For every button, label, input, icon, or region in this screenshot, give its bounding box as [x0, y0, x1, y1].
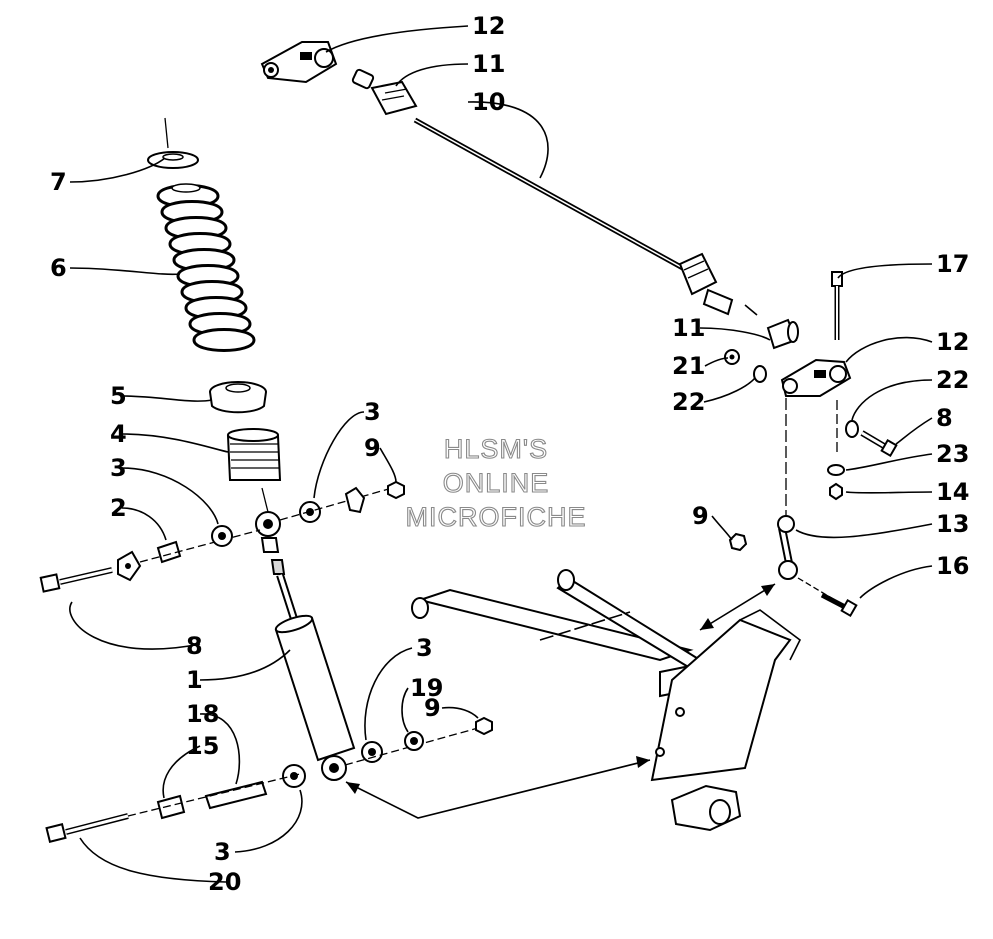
bushing-part-3-lower-right [344, 727, 479, 766]
callout-17: 17 [936, 250, 969, 278]
bushing-part-3-upper-right [279, 487, 393, 523]
cable-end-part-11-lower [766, 318, 799, 350]
callout-6: 6 [50, 254, 67, 282]
clevis-part-12-lower [780, 358, 852, 397]
callout-10: 10 [472, 88, 505, 116]
callout-labels: 12 11 10 7 6 17 11 12 21 22 22 8 5 4 3 9… [50, 12, 969, 896]
callout-2: 2 [110, 494, 127, 522]
washer-part-23 [827, 464, 845, 476]
callout-7: 7 [50, 168, 67, 196]
callout-11-lower: 11 [672, 314, 705, 342]
bushing-part-15 [156, 794, 186, 820]
nut-part-9-upper [387, 480, 405, 500]
spindle-plate [650, 609, 802, 832]
callout-9-right: 9 [692, 502, 709, 530]
washer-part-22-left [753, 365, 767, 383]
spring-seat-part-7 [146, 117, 200, 169]
callout-3-upper-left: 3 [110, 454, 127, 482]
bolt-part-8-upper [39, 529, 261, 593]
clevis-part-12-upper [260, 41, 338, 84]
callout-3-upper-right: 3 [364, 398, 381, 426]
watermark-line-1: HLSM'S [444, 434, 548, 464]
adjuster-collar-part-4 [226, 428, 282, 481]
callout-22-right: 22 [936, 366, 969, 394]
callout-9-lower: 9 [424, 694, 441, 722]
callout-11-upper: 11 [472, 50, 505, 78]
callout-1: 1 [186, 666, 203, 694]
spacer-part-19 [404, 731, 424, 751]
spring-part-6 [156, 183, 256, 352]
bolt-part-8-right [845, 420, 898, 458]
callout-19: 19 [410, 674, 443, 702]
callout-16: 16 [936, 552, 969, 580]
sleeve-part-18 [204, 780, 268, 810]
spacer-part-2 [156, 540, 182, 564]
washer-part-8-upper [117, 550, 142, 582]
cable-part-10 [351, 68, 758, 316]
spring-seat-part-5 [208, 381, 268, 414]
callout-21: 21 [672, 352, 705, 380]
nut-part-9-right [728, 532, 748, 552]
arrow-shock-to-arm [345, 756, 651, 819]
callout-3-lower-left: 3 [214, 838, 231, 866]
nut-part-21 [724, 349, 740, 365]
nut-part-14 [829, 482, 843, 501]
watermark-line-2: ONLINE [443, 468, 550, 498]
callout-23: 23 [936, 440, 969, 468]
callout-4: 4 [110, 420, 127, 448]
callout-9-upper: 9 [364, 434, 381, 462]
washer-part-9-upper [344, 486, 366, 514]
bushing-part-3-upper-left [211, 525, 233, 547]
nut-part-9-lower [475, 716, 493, 736]
callout-14: 14 [936, 478, 969, 506]
callout-5: 5 [110, 382, 127, 410]
callout-13: 13 [936, 510, 969, 538]
callout-8-right: 8 [936, 404, 953, 432]
callout-20: 20 [208, 868, 241, 896]
leader-lines [69, 25, 933, 883]
arrow-link-to-arm [699, 583, 776, 631]
callout-12-upper: 12 [472, 12, 505, 40]
link-part-13 [777, 398, 798, 580]
callout-22-left: 22 [672, 388, 705, 416]
bolt-part-20 [45, 773, 301, 843]
callout-18: 18 [186, 700, 219, 728]
callout-8-left: 8 [186, 632, 203, 660]
callout-15: 15 [186, 732, 219, 760]
watermark-line-3: MICROFICHE [406, 502, 587, 532]
bolt-part-16 [797, 577, 858, 618]
a-arm-frame [411, 569, 702, 698]
callout-12-lower: 12 [936, 328, 969, 356]
callout-3-lower-right: 3 [416, 634, 433, 662]
shock-absorber-part-1 [255, 487, 356, 781]
bolt-part-17 [831, 271, 843, 455]
watermark: HLSM'S ONLINE MICROFICHE [405, 433, 587, 532]
